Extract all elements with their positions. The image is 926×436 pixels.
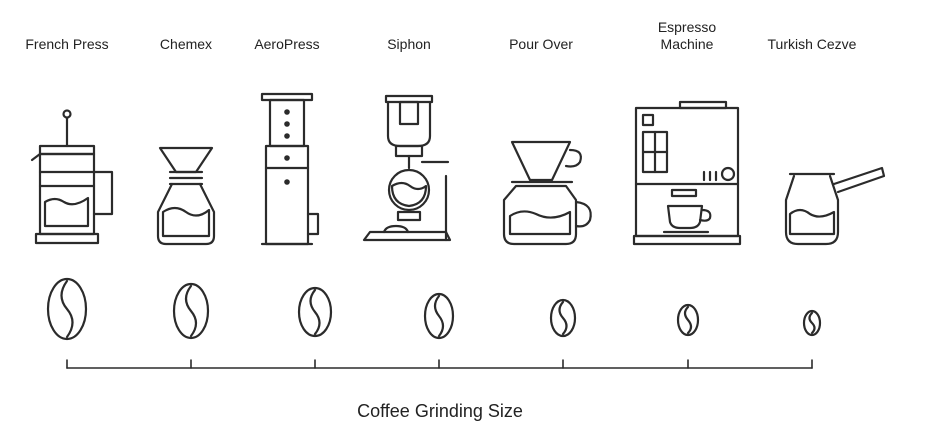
chemex-icon [156, 146, 216, 246]
coarse-grind-bean-icon [46, 277, 88, 341]
french-press-icon [30, 109, 114, 245]
diagram-title: Coffee Grinding Size [357, 401, 523, 421]
powder-grind-bean-icon [802, 309, 822, 337]
label-espresso-line2: Machine [661, 36, 714, 52]
label-aeropress: AeroPress [254, 36, 319, 52]
label-turkish-cezve: Turkish Cezve [768, 36, 857, 52]
aeropress-icon [260, 92, 320, 246]
pour-over-icon [502, 140, 592, 246]
medium-fine-grind-bean-icon [423, 292, 455, 340]
turkish-cezve-icon [784, 166, 886, 246]
label-chemex: Chemex [160, 36, 212, 52]
grind-size-scale [66, 359, 813, 369]
medium-grind-bean-icon [297, 286, 333, 338]
fine-grind-bean-icon [549, 298, 577, 338]
label-french-press: French Press [25, 36, 108, 52]
label-siphon: Siphon [387, 36, 431, 52]
medium-coarse-grind-bean-icon [172, 282, 210, 340]
label-pour-over: Pour Over [509, 36, 573, 52]
label-espresso-line1: Espresso [658, 19, 717, 35]
extra-fine-grind-bean-icon [676, 303, 700, 337]
espresso-machine-icon [632, 100, 742, 246]
siphon-icon [362, 94, 452, 242]
